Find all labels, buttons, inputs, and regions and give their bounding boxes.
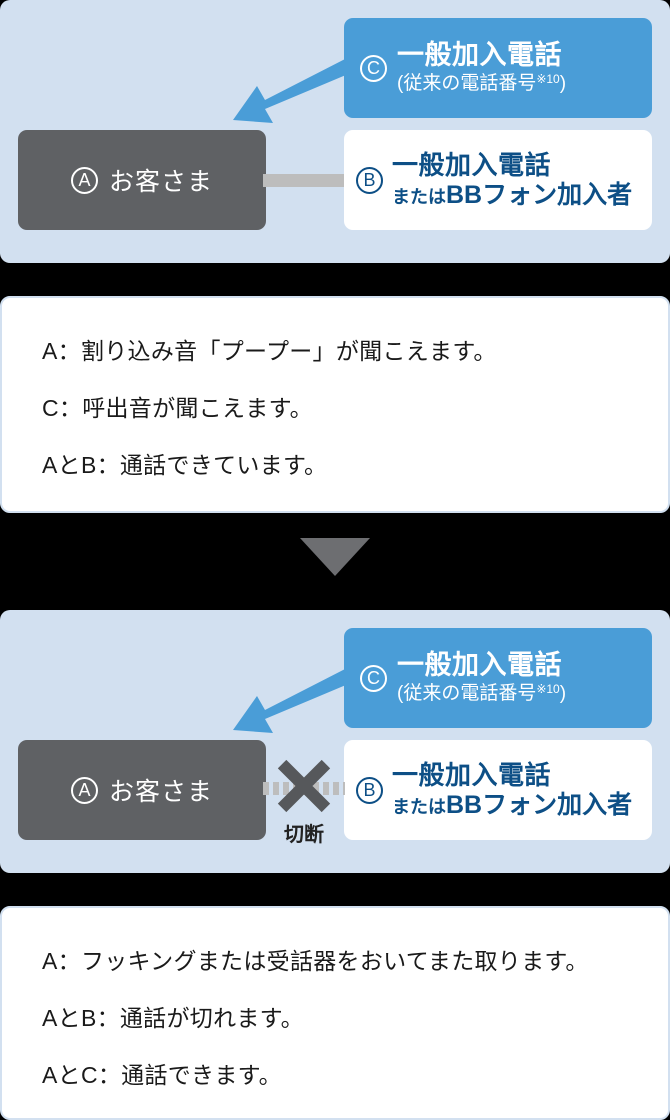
a-b-connection-bar (263, 174, 345, 187)
party-c-line2-suffix: ) (559, 72, 567, 94)
note-panel-before: A：割り込み音「プープー」が聞こえます。 C：呼出音が聞こえます。 AとB：通話… (0, 296, 670, 513)
diagram-panel-after: A お客さま C 一般加入電話 (従来の電話番号※10) B 一般加入電話 また… (0, 610, 670, 873)
circle-letter-c: C (360, 664, 387, 692)
flow-down-arrow-icon (300, 538, 370, 576)
party-b-box: B 一般加入電話 またはBBフォン加入者 (344, 740, 652, 840)
party-b-line2: またはBBフォン加入者 (392, 791, 632, 819)
incoming-call-arrow-icon (233, 58, 353, 123)
party-c-line2-suffix: ) (559, 682, 567, 704)
note-line: AとC：通話できます。 (42, 1062, 282, 1088)
party-b-line2-small: または (392, 186, 446, 207)
party-c-footnote-mark: ※10 (536, 681, 560, 696)
diagram-panel-before: A お客さま C 一般加入電話 (従来の電話番号※10) B 一般加入電話 また… (0, 0, 670, 263)
circle-letter-b: B (356, 776, 383, 804)
party-c-box: C 一般加入電話 (従来の電話番号※10) (344, 628, 652, 728)
customer-box-a: A お客さま (18, 740, 266, 840)
customer-label: お客さま (108, 778, 213, 806)
disconnect-label: 切断 (284, 824, 324, 846)
note-line: AとB：通話できています。 (42, 452, 328, 478)
incoming-call-arrow-icon (233, 668, 353, 733)
party-c-texts: 一般加入電話 (従来の電話番号※10) (397, 651, 566, 705)
party-b-line2-main: BBフォン加入者 (446, 790, 633, 819)
party-c-line2: (従来の電話番号※10) (397, 71, 567, 95)
customer-box-a: A お客さま (18, 130, 266, 230)
party-b-texts: 一般加入電話 またはBBフォン加入者 (392, 150, 632, 209)
party-b-line1: 一般加入電話 (392, 150, 552, 181)
note-line: C：呼出音が聞こえます。 (42, 395, 313, 421)
party-b-line2-small: または (392, 796, 446, 817)
circle-letter-b: B (356, 166, 383, 194)
party-c-texts: 一般加入電話 (従来の電話番号※10) (397, 41, 566, 95)
party-b-box: B 一般加入電話 またはBBフォン加入者 (344, 130, 652, 230)
note-panel-after: A：フッキングまたは受話器をおいてまた取ります。 AとB：通話が切れます。 Aと… (0, 906, 670, 1120)
party-c-line1: 一般加入電話 (397, 650, 562, 681)
note-line: A：フッキングまたは受話器をおいてまた取ります。 (42, 948, 589, 974)
note-line: A：割り込み音「プープー」が聞こえます。 (42, 338, 497, 364)
party-c-line2-prefix: (従来の電話番号 (397, 72, 537, 94)
circle-letter-a: A (70, 166, 98, 194)
party-c-line2-prefix: (従来の電話番号 (397, 682, 537, 704)
note-line: AとB：通話が切れます。 (42, 1005, 304, 1031)
party-c-line2: (従来の電話番号※10) (397, 681, 567, 705)
customer-label: お客さま (108, 168, 213, 196)
party-b-texts: 一般加入電話 またはBBフォン加入者 (392, 760, 632, 819)
circle-letter-a: A (70, 776, 98, 804)
party-b-line2-main: BBフォン加入者 (446, 180, 633, 209)
party-b-line1: 一般加入電話 (392, 760, 552, 791)
party-c-box: C 一般加入電話 (従来の電話番号※10) (344, 18, 652, 118)
party-b-line2: またはBBフォン加入者 (392, 181, 632, 209)
disconnect-x-icon (274, 755, 334, 817)
party-c-line1: 一般加入電話 (397, 40, 562, 71)
party-c-footnote-mark: ※10 (536, 71, 560, 86)
circle-letter-c: C (360, 54, 387, 82)
